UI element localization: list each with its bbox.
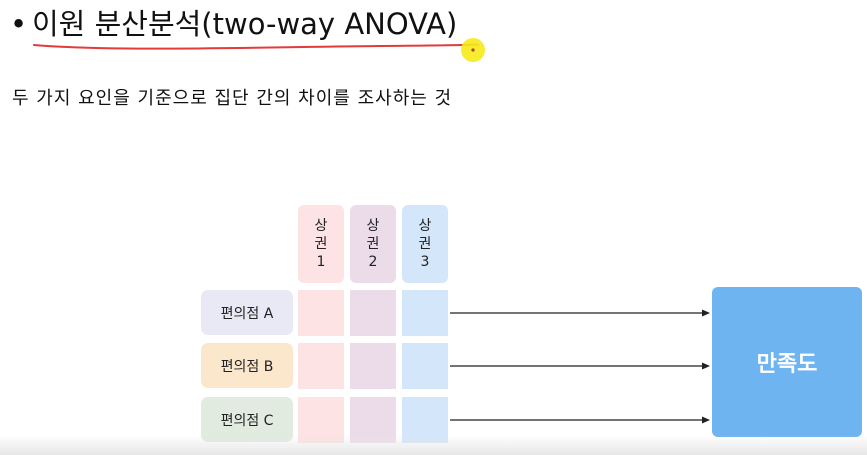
column-header-2: 상 권 2 xyxy=(350,205,396,283)
column-header-line: 권 xyxy=(314,236,328,252)
grid-cell xyxy=(350,343,396,389)
row-label-b: 편의점 B xyxy=(201,343,293,388)
grid-cell xyxy=(402,343,448,389)
column-header-line: 상 xyxy=(366,218,380,234)
bottom-edge-shadow xyxy=(0,435,867,455)
column-header-line: 상 xyxy=(314,218,328,234)
arrowhead-icon xyxy=(702,309,710,317)
arrow-row-c xyxy=(450,416,710,424)
bullet-icon: • xyxy=(10,7,28,41)
column-header-number: 3 xyxy=(420,254,430,270)
column-header-line: 상 xyxy=(418,218,432,234)
arrowhead-icon xyxy=(702,416,710,424)
arrow-row-a xyxy=(450,309,710,317)
grid-cell xyxy=(350,290,396,336)
arrow-row-b xyxy=(450,362,710,370)
pen-annotation xyxy=(33,38,485,62)
grid-cell xyxy=(298,290,344,336)
column-header-line: 권 xyxy=(418,236,432,252)
column-header-line: 권 xyxy=(366,236,380,252)
row-label-a: 편의점 A xyxy=(201,290,293,335)
column-header-number: 1 xyxy=(316,254,326,270)
slide-title: •이원 분산분석(two-way ANOVA) xyxy=(10,4,457,44)
row-label-c: 편의점 C xyxy=(201,397,293,442)
column-header-1: 상 권 1 xyxy=(298,205,344,283)
column-header-3: 상 권 3 xyxy=(402,205,448,283)
arrowhead-icon xyxy=(702,362,710,370)
title-text: 이원 분산분석(two-way ANOVA) xyxy=(32,7,458,41)
cursor-dot xyxy=(471,48,475,52)
column-header-number: 2 xyxy=(368,254,378,270)
grid-cell xyxy=(402,290,448,336)
grid-cell xyxy=(298,343,344,389)
slide-subtitle: 두 가지 요인을 기준으로 집단 간의 차이를 조사하는 것 xyxy=(12,88,453,109)
outcome-box: 만족도 xyxy=(712,287,862,437)
